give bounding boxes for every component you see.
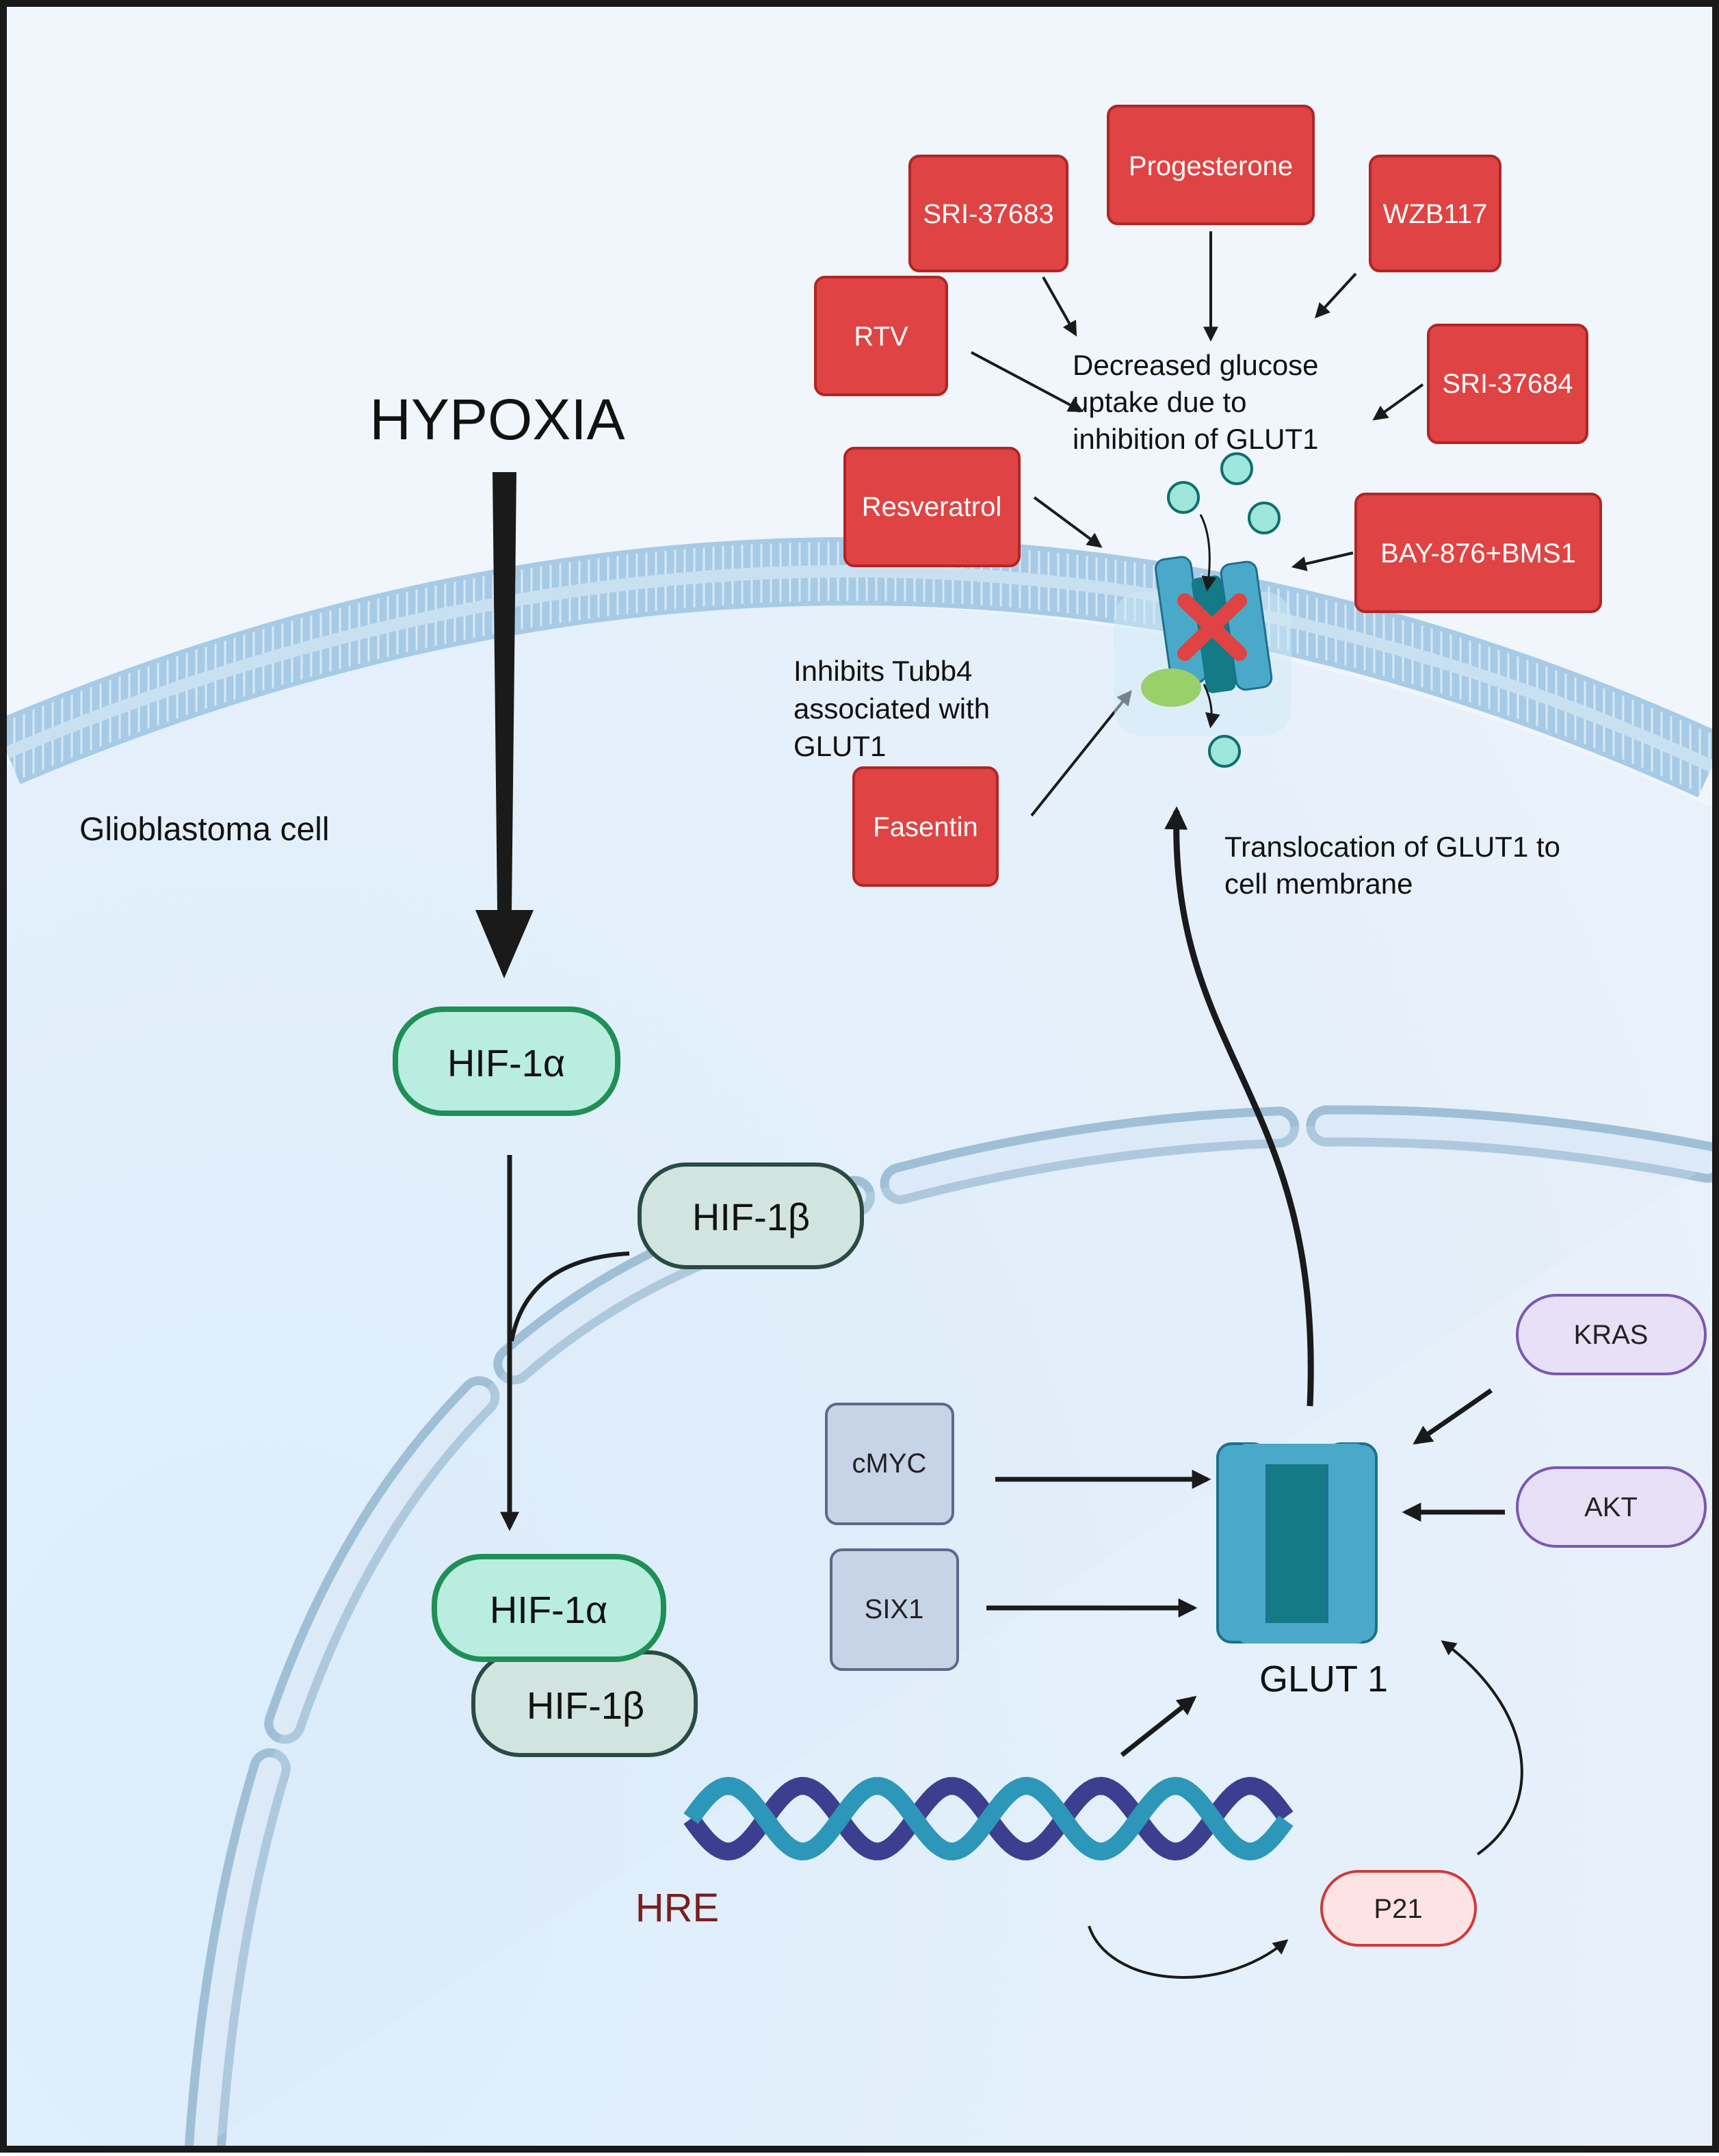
drug-sri-37684-label: SRI-37684 [1442, 369, 1573, 399]
kras-node[interactable]: KRAS [1516, 1294, 1707, 1375]
complex-hif1b-label: HIF-1β [527, 1684, 644, 1727]
akt-node[interactable]: AKT [1516, 1466, 1707, 1548]
kras-label: KRAS [1574, 1320, 1649, 1350]
drug-wzb117[interactable]: WZB117 [1369, 155, 1501, 272]
drug-resveratrol[interactable]: Resveratrol [843, 447, 1021, 567]
drug-rtv-label: RTV [854, 322, 908, 352]
drug-sri-37683[interactable]: SRI-37683 [908, 155, 1068, 272]
drug-sri-37684[interactable]: SRI-37684 [1427, 324, 1588, 444]
translocation-note: Translocation of GLUT1 to cell membrane [1224, 831, 1569, 900]
hif1b-label: HIF-1β [692, 1195, 810, 1238]
drug-wzb117-label: WZB117 [1383, 199, 1488, 229]
drug-progesterone-label: Progesterone [1129, 151, 1293, 181]
glut1-transporter-icon[interactable] [1216, 1442, 1378, 1644]
drug-arrows [971, 231, 1424, 817]
six1-label: SIX1 [865, 1594, 924, 1624]
complex-hif1a [432, 1554, 666, 1662]
akt-label: AKT [1584, 1492, 1638, 1522]
drug-rtv[interactable]: RTV [814, 276, 948, 396]
translocation-arrow [1164, 806, 1314, 1407]
drug-fasentin[interactable]: Fasentin [852, 766, 999, 887]
hypoxia-arrow-head [475, 910, 534, 978]
hypoxia-arrow-shaft [493, 472, 516, 910]
glucose-icon [1167, 452, 1281, 768]
cmyc-label: cMYC [852, 1449, 927, 1479]
cell-membrane [0, 537, 1719, 798]
glut1-label: GLUT 1 [1259, 1659, 1388, 1700]
decreased-glucose-note: Decreased glucose uptake due to inhibiti… [1073, 349, 1326, 455]
red-x-icon [1177, 593, 1247, 661]
hre-label: HRE [635, 1886, 719, 1930]
hif1-complex[interactable]: HIF-1β HIF-1α [432, 1554, 698, 1757]
six1-node[interactable]: SIX1 [830, 1548, 959, 1671]
complex-hif1a-label: HIF-1α [490, 1588, 607, 1631]
tubb4-icon [1141, 668, 1201, 707]
hif1a-node[interactable]: HIF-1α [393, 1006, 620, 1116]
dna-helix-icon [683, 1776, 1294, 1861]
drug-bay-876-bms1[interactable]: BAY-876+BMS1 [1354, 493, 1602, 613]
cmyc-node[interactable]: cMYC [825, 1403, 954, 1525]
hypoxia-label: HYPOXIA [369, 387, 625, 452]
hif1a-label: HIF-1α [447, 1041, 565, 1085]
glucose-exit-arrow [1203, 684, 1220, 729]
hif1b-join-line [510, 1251, 630, 1342]
drug-bay-876-bms1-label: BAY-876+BMS1 [1380, 538, 1576, 569]
glut1-input-arrows [986, 1388, 1505, 1757]
p21-node[interactable]: P21 [1320, 1870, 1477, 1947]
tubb4-note: Inhibits Tubb4 associated with GLUT1 [793, 655, 998, 762]
drug-fasentin-label: Fasentin [873, 812, 977, 842]
p21-label: P21 [1374, 1894, 1422, 1924]
drug-progesterone[interactable]: Progesterone [1107, 105, 1315, 225]
drug-sri-37683-label: SRI-37683 [923, 199, 1053, 229]
cell-label: Glioblastoma cell [79, 811, 329, 848]
drug-resveratrol-label: Resveratrol [862, 492, 1002, 522]
glucose-entry-arrow [1199, 514, 1217, 592]
hif1b-node[interactable]: HIF-1β [638, 1163, 864, 1269]
p21-arrows [1088, 1640, 1523, 1979]
